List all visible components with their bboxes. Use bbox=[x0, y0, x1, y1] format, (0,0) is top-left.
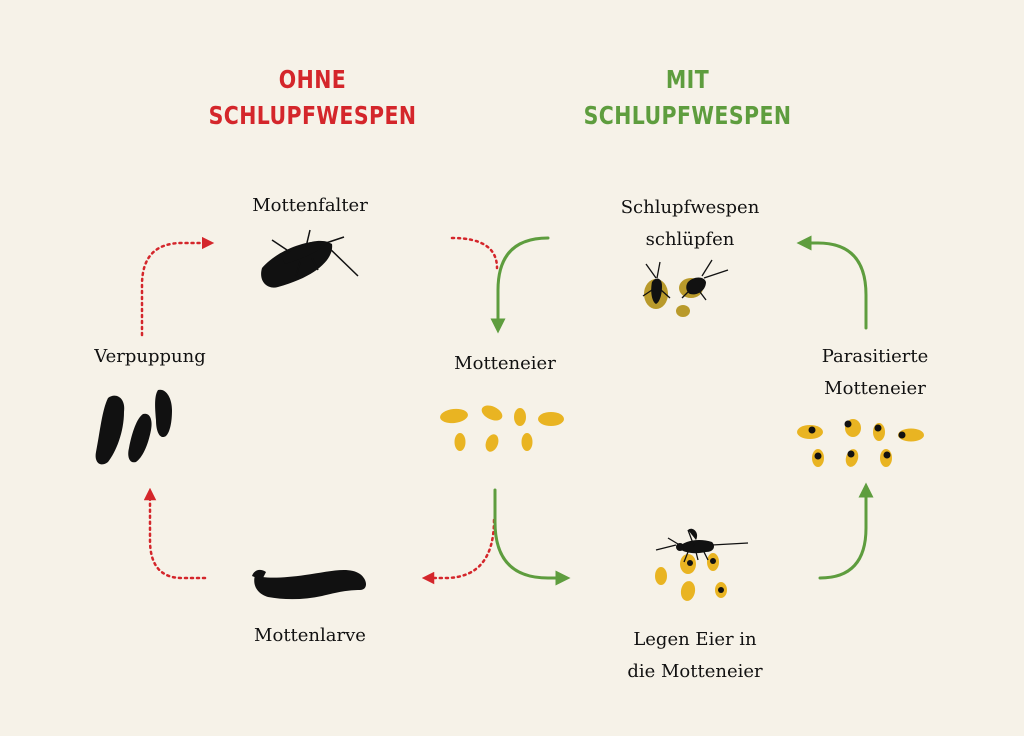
label-mottenlarve: Mottenlarve bbox=[230, 620, 390, 652]
label-parasitierte-line2: Motteneier bbox=[824, 378, 926, 399]
label-legen-line2: die Motteneier bbox=[627, 661, 763, 682]
heading-with-line2: SCHLUPFWESPEN bbox=[583, 101, 792, 130]
parasitized-eggs-icon bbox=[797, 419, 924, 467]
arrow-falter-to-eier bbox=[450, 236, 499, 270]
eggs-icon bbox=[440, 405, 564, 452]
label-legen-line1: Legen Eier in bbox=[633, 629, 757, 650]
heading-with-wasps: MIT SCHLUPFWESPEN bbox=[583, 62, 792, 134]
arrow-top-to-motteneier bbox=[490, 236, 550, 334]
arrow-legen-to-parasitiert bbox=[818, 482, 874, 580]
label-legen-eier: Legen Eier in die Motteneier bbox=[600, 624, 790, 688]
label-mottenfalter: Mottenfalter bbox=[230, 190, 390, 222]
label-parasitierte-motteneier: Parasitierte Motteneier bbox=[795, 341, 955, 405]
label-motteneier-text: Motteneier bbox=[454, 353, 556, 374]
heading-without-line2: SCHLUPFWESPEN bbox=[208, 101, 417, 130]
label-verpuppung: Verpuppung bbox=[75, 341, 225, 373]
heading-without-line1: OHNE bbox=[278, 65, 347, 94]
wasps-hatching-icon bbox=[642, 259, 729, 317]
arrow-eier-to-larve bbox=[421, 518, 496, 585]
arrow-verpuppung-to-falter bbox=[140, 236, 215, 337]
label-schlupfwespen-line1: Schlupfwespen bbox=[620, 197, 760, 218]
arrow-larve-to-verpuppung bbox=[143, 487, 207, 580]
moth-icon bbox=[261, 229, 359, 288]
larva-icon bbox=[252, 569, 366, 600]
green-cycle-arrows bbox=[490, 235, 874, 586]
label-mottenlarve-text: Mottenlarve bbox=[254, 625, 366, 646]
pupae-icon bbox=[95, 389, 172, 465]
heading-with-line1: MIT bbox=[665, 65, 710, 94]
label-parasitierte-line1: Parasitierte bbox=[821, 346, 929, 367]
label-motteneier: Motteneier bbox=[430, 348, 580, 380]
arrow-motteneier-to-legen bbox=[493, 488, 571, 586]
red-cycle-arrows bbox=[140, 236, 499, 585]
label-schlupfwespen-line2: schlüpfen bbox=[645, 229, 735, 250]
label-schlupfwespen-schluepfen: Schlupfwespen schlüpfen bbox=[595, 192, 785, 256]
wasp-laying-eggs-icon bbox=[655, 528, 749, 601]
label-verpuppung-text: Verpuppung bbox=[94, 346, 206, 367]
heading-without-wasps: OHNE SCHLUPFWESPEN bbox=[208, 62, 417, 134]
label-mottenfalter-text: Mottenfalter bbox=[252, 195, 368, 216]
arrow-parasitiert-to-schluepfen bbox=[796, 235, 868, 330]
